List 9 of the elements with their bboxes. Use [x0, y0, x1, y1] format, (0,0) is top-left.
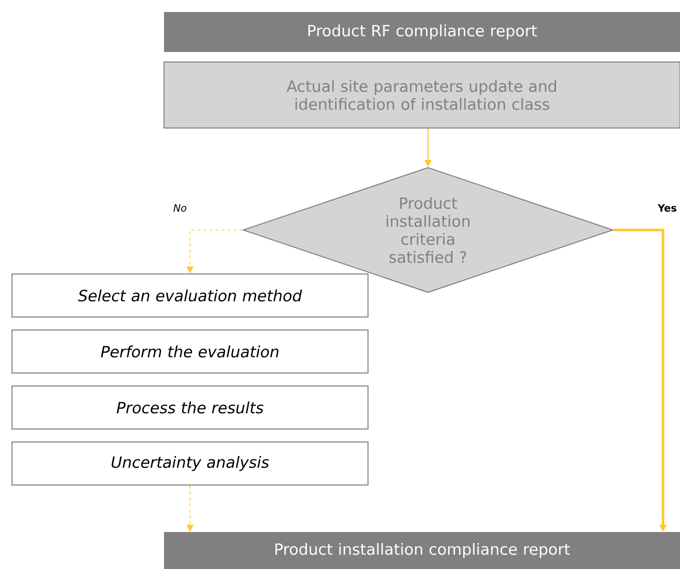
step-box: Process the results — [12, 386, 368, 430]
edge-label: No — [172, 203, 188, 213]
header-bar: Product installation compliance report — [164, 532, 680, 569]
header-bar: Product RF compliance report — [164, 12, 680, 52]
step-box: Perform the evaluation — [12, 330, 368, 374]
step-box: Select an evaluation method — [12, 274, 368, 318]
edge-label: Yes — [656, 203, 678, 213]
step-box: Uncertainty analysis — [12, 442, 368, 486]
process-box: Actual site parameters update and identification of installation class — [164, 62, 680, 128]
